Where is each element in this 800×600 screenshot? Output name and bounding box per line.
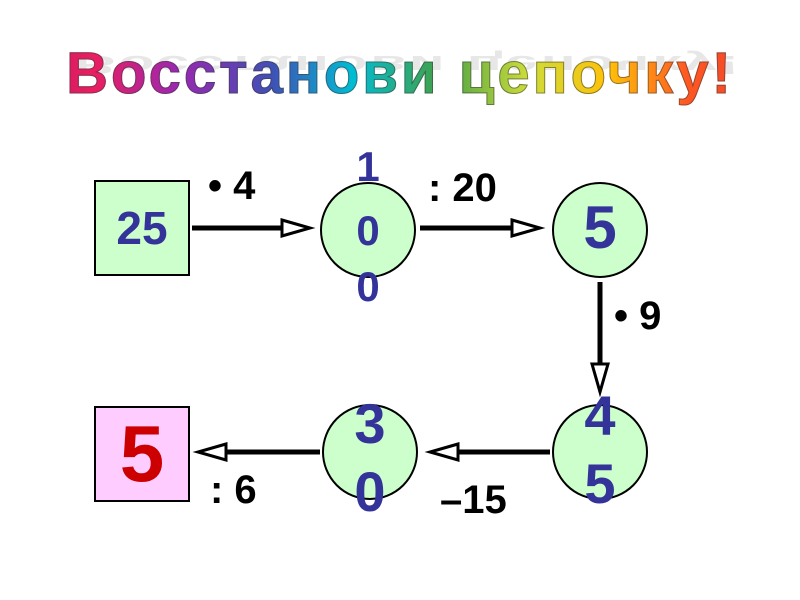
arrow-1 [192, 218, 316, 238]
node-1-digit-1: 1 [356, 143, 380, 190]
node-1-digit-2: 0 [356, 207, 380, 254]
node-3-digit-1: 4 [584, 384, 616, 447]
result-value: 5 [119, 409, 165, 498]
arrow-5 [192, 442, 320, 462]
arrow-4 [424, 442, 550, 462]
op-divide-6: : 6 [210, 468, 257, 512]
node-4-digit-1: 3 [354, 392, 386, 455]
node-1 [320, 182, 416, 278]
node-3-digit-2: 5 [584, 452, 616, 515]
title-area: Восстанови цепочку! Восстанови цепочку! [0, 40, 800, 120]
node-3 [552, 404, 648, 500]
node-4 [322, 404, 418, 500]
node-2-value: 5 [583, 194, 617, 261]
node-2 [552, 182, 648, 278]
node-1-digit-3: 0 [356, 263, 380, 310]
op-multiply-9: • 9 [614, 294, 662, 338]
result-box: 5 [94, 406, 190, 502]
op-multiply-4: • 4 [208, 164, 256, 208]
page-title: Восстанови цепочку! [0, 40, 800, 107]
start-value: 25 [116, 202, 168, 254]
op-minus-15: –15 [440, 478, 507, 522]
op-divide-20: : 20 [428, 166, 497, 210]
arrow-2 [420, 218, 546, 238]
arrow-3 [590, 282, 610, 398]
node-4-digit-2: 0 [354, 460, 386, 523]
start-box: 25 [94, 180, 190, 276]
